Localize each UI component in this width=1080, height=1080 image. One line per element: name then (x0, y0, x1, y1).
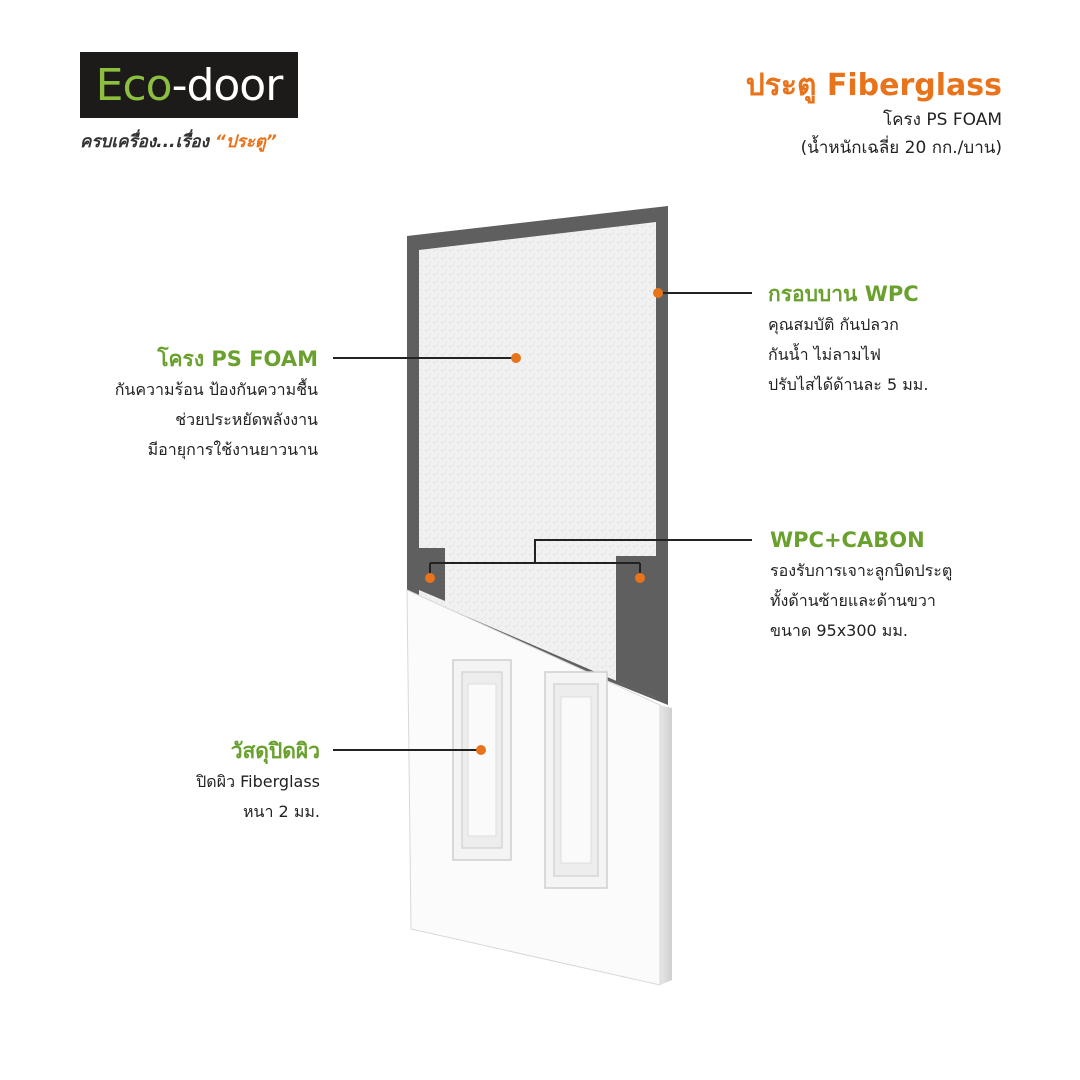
callout-frame-line-1: คุณสมบัติ กันปลวก (768, 315, 899, 334)
door-panel-right (544, 671, 608, 889)
marker-lock-left (425, 573, 435, 583)
callout-skin: วัสดุปิดผิว ปิดผิว Fiberglass หนา 2 มม. (196, 735, 320, 827)
callout-lock-block-line-3: ขนาด 95x300 มม. (770, 621, 908, 640)
fiberglass-skin-edge (660, 705, 672, 985)
tagline-prefix: ครบเครื่อง...เรื่อง (80, 132, 215, 152)
marker-core (511, 353, 521, 363)
tagline-highlight: “ประตู” (214, 132, 277, 152)
lock-block-right (616, 556, 656, 698)
callout-lock-block: WPC+CABON รองรับการเจาะลูกบิดประตู ทั้งด… (770, 524, 952, 646)
brand-tagline: ครบเครื่อง...เรื่อง “ประตู” (80, 128, 277, 155)
logo-eco-text: Eco (95, 59, 173, 111)
callout-frame-line-3: ปรับไสได้ด้านละ 5 มม. (768, 375, 929, 394)
marker-frame (653, 288, 663, 298)
callout-core-title: โครง PS FOAM (157, 347, 318, 371)
logo-door-text: -door (171, 59, 284, 111)
callout-frame-line-2: กันน้ำ ไม่ลามไฟ (768, 345, 881, 364)
eco-door-logo: Eco-door (80, 52, 298, 118)
callout-lock-block-line-2: ทั้งด้านซ้ายและด้านขวา (770, 591, 936, 610)
callout-skin-line-2: หนา 2 มม. (243, 802, 320, 821)
page-subtitle-1: โครง PS FOAM (883, 110, 1002, 130)
foam-core (419, 222, 656, 698)
page-title: ประตู Fiberglass (745, 68, 1002, 103)
callout-core-line-3: มีอายุการใช้งานยาวนาน (147, 440, 318, 459)
callout-frame-title: กรอบบาน WPC (768, 282, 919, 306)
callout-core: โครง PS FOAM กันความร้อน ป้องกันความชื้น… (115, 343, 318, 465)
callout-lock-block-title: WPC+CABON (770, 528, 925, 552)
callout-skin-title: วัสดุปิดผิว (230, 739, 320, 763)
callout-frame: กรอบบาน WPC คุณสมบัติ กันปลวก กันน้ำ ไม่… (768, 278, 928, 400)
callout-lock-block-line-1: รองรับการเจาะลูกบิดประตู (770, 561, 953, 580)
leader-lock-block (534, 539, 752, 563)
door-panel-left (452, 659, 512, 861)
callout-skin-line-1: ปิดผิว Fiberglass (196, 772, 320, 791)
header: ประตู Fiberglass โครง PS FOAM (น้ำหนักเฉ… (746, 66, 1002, 162)
marker-lock-right (635, 573, 645, 583)
marker-skin (476, 745, 486, 755)
page-subtitle-2: (น้ำหนักเฉลี่ย 20 กก./บาน) (800, 138, 1002, 158)
callout-core-line-2: ช่วยประหยัดพลังงาน (175, 410, 318, 429)
callout-core-line-1: กันความร้อน ป้องกันความชื้น (114, 380, 318, 399)
